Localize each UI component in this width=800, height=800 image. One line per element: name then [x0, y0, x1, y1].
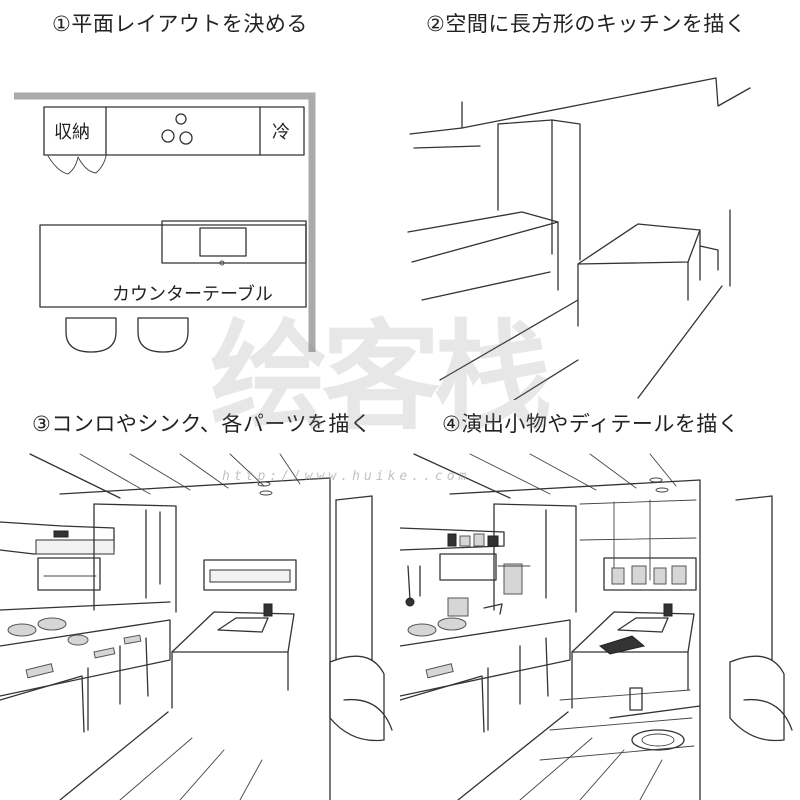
fridge-label: 冷 — [272, 122, 290, 143]
storage-label: 収納 — [54, 122, 90, 143]
kitchen-parts-sketch — [0, 453, 393, 800]
step-4-title: ④演出小物やディテールを描く — [442, 412, 740, 436]
svg-text:绘客栈: 绘客栈 — [210, 307, 550, 446]
kitchen-details-sketch — [400, 453, 793, 800]
watermark-url: http://www.huike..com — [222, 466, 582, 490]
watermark-logo-art: 绘客栈 — [210, 307, 556, 446]
watermark-url-art: http://www.huike..com — [222, 469, 470, 484]
svg-text:http://www.huike..com: http://www.huike..com — [222, 469, 470, 484]
step-3-title: ③コンロやシンク、各パーツを描く — [32, 412, 372, 436]
box-kitchen-sketch — [407, 77, 751, 400]
step-1-title: ①平面レイアウトを決める — [52, 12, 308, 36]
step-2-title: ②空間に長方形のキッチンを描く — [426, 12, 747, 36]
watermark-logo: 绘客栈 — [210, 300, 570, 478]
floor-plan-drawing — [14, 92, 316, 353]
panel-details: ④演出小物やディテールを描く — [400, 400, 800, 800]
panel-floor-plan: ①平面レイアウトを決める 収納 冷 カウンターテーブル — [0, 0, 400, 400]
panel-box-kitchen: ②空間に長方形のキッチンを描く — [400, 0, 800, 400]
panel-kitchen-parts: ③コンロやシンク、各パーツを描く — [0, 400, 400, 800]
counter-table-label: カウンターテーブル — [112, 284, 273, 305]
